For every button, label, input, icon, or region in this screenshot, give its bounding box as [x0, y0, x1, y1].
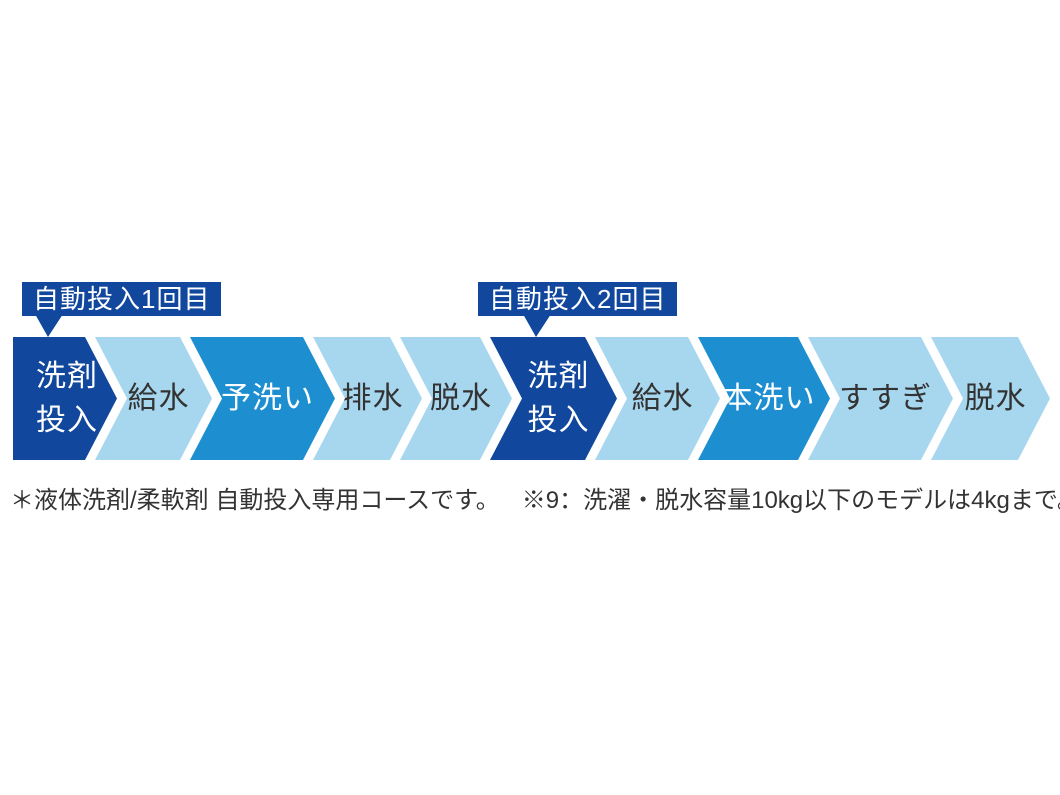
step-label: 給水	[631, 381, 694, 415]
step-label: 排水	[341, 381, 404, 415]
callout-pointer-down-icon	[35, 314, 63, 337]
callout-auto-dispense-2: 自動投入2回目	[478, 282, 678, 337]
footnotes: ＊液体洗剤/柔軟剤 自動投入専用コースです。 ※9：洗濯・脱水容量10kg以下の…	[10, 480, 1060, 515]
step-label: 脱水	[964, 381, 1027, 415]
footnote-capacity-limit: ※9：洗濯・脱水容量10kg以下のモデルは4kgまで。	[521, 487, 1060, 514]
step-label: 予洗い	[221, 381, 314, 415]
callout-label-auto-dispense-1: 自動投入1回目	[22, 282, 222, 316]
footnote-auto-dispense-course: ＊液体洗剤/柔軟剤 自動投入専用コースです。	[10, 487, 500, 514]
callout-pointer-down-icon	[523, 314, 551, 337]
callout-label-auto-dispense-2: 自動投入2回目	[478, 282, 678, 316]
callout-auto-dispense-1: 自動投入1回目	[22, 282, 222, 337]
step-label: 洗剤 投入	[36, 360, 98, 437]
step-detergent-dispense-1: 洗剤 投入	[13, 337, 117, 460]
step-label: 給水	[127, 381, 190, 415]
step-label: 洗剤 投入	[527, 360, 590, 437]
step-label: すすぎ	[839, 381, 932, 415]
step-label: 本洗い	[722, 381, 816, 415]
step-label: 脱水	[430, 381, 492, 415]
